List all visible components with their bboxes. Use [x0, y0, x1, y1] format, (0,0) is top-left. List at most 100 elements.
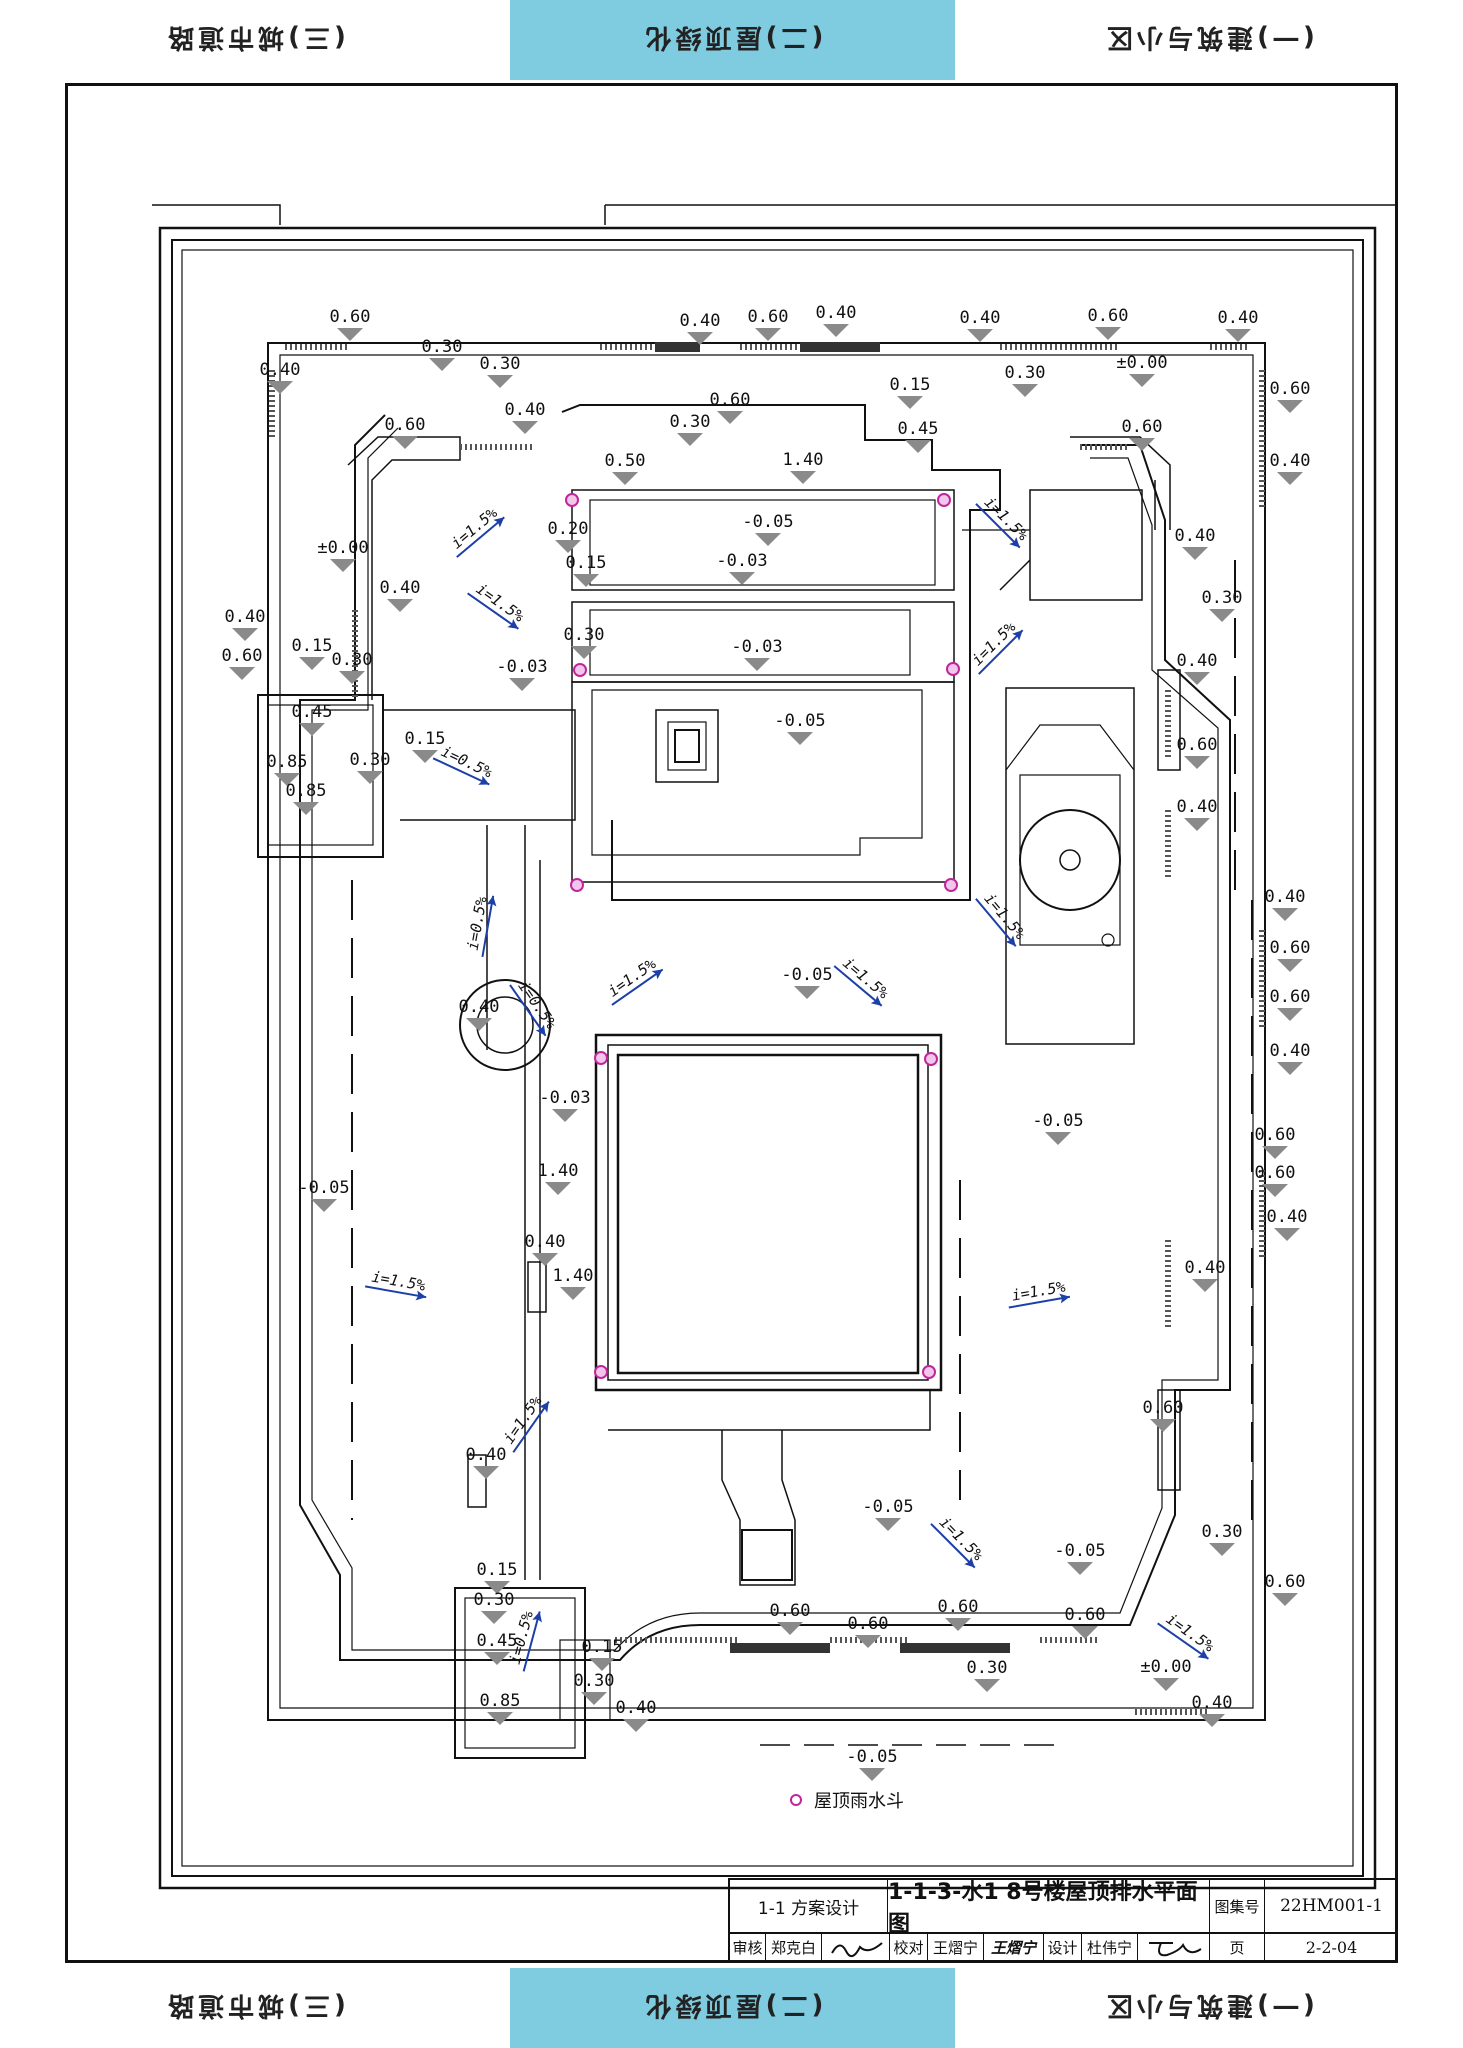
- reviewer-signature: [822, 1932, 890, 1963]
- slope-arrow-icon: [509, 984, 547, 1037]
- elevation-label: -0.05: [742, 512, 793, 532]
- elevation-marker: 0.40: [225, 607, 265, 641]
- elevation-arrow-icon: [1153, 1678, 1179, 1691]
- slope-arrowhead-icon: [964, 1557, 975, 1568]
- elevation-label: 0.15: [405, 729, 446, 749]
- slope-label: i=1.5%: [968, 618, 1019, 669]
- elevation-marker: 0.30: [564, 625, 604, 659]
- roof-drain-legend-icon: [790, 1794, 802, 1806]
- slope-arrow-icon: [481, 895, 495, 958]
- elevation-arrow-icon: [677, 433, 703, 446]
- elevation-marker: 0.60: [748, 307, 788, 341]
- slope-marker: i=1.5%: [1008, 1278, 1071, 1309]
- elevation-marker: 0.40: [466, 1445, 507, 1479]
- roof-drain-icon: [570, 878, 584, 892]
- elevation-marker: -0.03: [539, 1088, 591, 1122]
- elevation-label: 0.40: [680, 311, 721, 331]
- elevation-marker: 0.30: [422, 337, 462, 371]
- elevation-marker: 0.40: [505, 400, 546, 434]
- elevation-marker: 1.40: [783, 450, 824, 484]
- roof-drain-icon: [944, 878, 958, 892]
- slope-arrow-icon: [1008, 1295, 1071, 1309]
- elevation-arrow-icon: [1184, 818, 1210, 831]
- roof-drain-icon: [937, 493, 951, 507]
- elevation-arrow-icon: [1272, 908, 1298, 921]
- elevation-label: 0.15: [890, 375, 931, 395]
- elevation-arrow-icon: [875, 1518, 901, 1531]
- elevation-label: 0.85: [286, 781, 327, 801]
- atlas-label: 图集号: [1210, 1880, 1265, 1932]
- elevation-arrow-icon: [905, 440, 931, 453]
- elevation-marker: 0.60: [1177, 735, 1217, 769]
- elevation-arrow-icon: [1277, 400, 1303, 413]
- elevation-marker: 0.40: [1177, 651, 1217, 685]
- elevation-arrow-icon: [1209, 609, 1235, 622]
- slope-arrow-icon: [1157, 1622, 1210, 1660]
- designer-name: 杜伟宁: [1082, 1932, 1138, 1963]
- elevation-label: 0.85: [480, 1691, 521, 1711]
- elevation-label: 0.60: [770, 1601, 811, 1621]
- elevation-arrow-icon: [229, 667, 255, 680]
- elevation-label: 0.45: [292, 702, 333, 722]
- elevation-marker: 1.40: [553, 1266, 593, 1300]
- elevation-arrow-icon: [509, 678, 535, 691]
- category-cell: 1-1 方案设计: [730, 1880, 888, 1932]
- slope-arrow-icon: [467, 592, 520, 630]
- elevation-label: 0.60: [1255, 1163, 1296, 1183]
- elevation-label: 0.15: [582, 1637, 623, 1657]
- slope-arrow-icon: [930, 1523, 976, 1569]
- elevation-label: 0.45: [898, 419, 939, 439]
- elevation-arrow-icon: [293, 802, 319, 815]
- footer-tab-building-community[interactable]: (一)建筑与小区: [1103, 1990, 1315, 2021]
- elevation-arrow-icon: [1225, 329, 1251, 342]
- elevation-label: 0.60: [222, 646, 263, 666]
- elevation-label: 1.40: [538, 1161, 579, 1181]
- elevation-label: 0.40: [505, 400, 546, 420]
- elevation-label: 0.60: [938, 1597, 979, 1617]
- elevation-arrow-icon: [330, 559, 356, 572]
- slope-arrow-icon: [975, 898, 1017, 947]
- elevation-label: -0.05: [862, 1497, 913, 1517]
- elevation-label: 0.50: [605, 451, 646, 471]
- elevation-label: 0.40: [1192, 1693, 1233, 1713]
- elevation-marker: 0.60: [1255, 1125, 1296, 1159]
- elevation-label: 1.40: [783, 450, 824, 470]
- elevation-arrow-icon: [1277, 1008, 1303, 1021]
- elevation-marker: 0.85: [286, 781, 327, 815]
- elevation-arrow-icon: [790, 471, 816, 484]
- elevation-label: 0.30: [574, 1671, 615, 1691]
- elevation-arrow-icon: [1277, 472, 1303, 485]
- elevation-arrow-icon: [311, 1199, 337, 1212]
- elevation-arrow-icon: [1262, 1146, 1288, 1159]
- elevation-marker: -0.05: [846, 1747, 898, 1781]
- elevation-marker: 0.60: [1088, 306, 1128, 340]
- elevation-arrow-icon: [1184, 672, 1210, 685]
- footer-tab-urban-road[interactable]: (三)城市道路: [164, 1990, 346, 2021]
- elevation-label: 0.30: [350, 750, 391, 770]
- elevation-arrow-icon: [487, 1712, 513, 1725]
- elevation-marker: 0.30: [1005, 363, 1045, 397]
- elevation-marker: 0.60: [1065, 1605, 1105, 1639]
- elevation-marker: 0.60: [710, 390, 750, 424]
- elevation-label: 0.20: [548, 519, 589, 539]
- elevation-arrow-icon: [484, 1581, 510, 1594]
- elevation-label: 0.60: [848, 1614, 889, 1634]
- footer-tab-roof-greening[interactable]: (二)屋顶绿化: [510, 1968, 955, 2048]
- elevation-label: 0.30: [967, 1658, 1008, 1678]
- page-number: 2-2-04: [1305, 1938, 1358, 1957]
- elevation-arrow-icon: [232, 628, 258, 641]
- elevation-arrow-icon: [623, 1719, 649, 1732]
- roof-drain-icon: [565, 493, 579, 507]
- elevation-marker: 0.40: [816, 303, 856, 337]
- elevation-marker: -0.03: [716, 551, 768, 585]
- elevation-marker: -0.05: [774, 711, 826, 745]
- elevation-marker: -0.03: [496, 657, 548, 691]
- elevation-label: 0.40: [466, 1445, 507, 1465]
- elevation-arrow-icon: [473, 1466, 499, 1479]
- elevation-arrow-icon: [717, 411, 743, 424]
- elevation-label: 0.60: [1255, 1125, 1296, 1145]
- elevation-marker: -0.05: [298, 1178, 350, 1212]
- elevation-arrow-icon: [532, 1253, 558, 1266]
- slope-marker: i=1.5%: [975, 890, 1029, 947]
- slope-arrow-icon: [833, 965, 883, 1007]
